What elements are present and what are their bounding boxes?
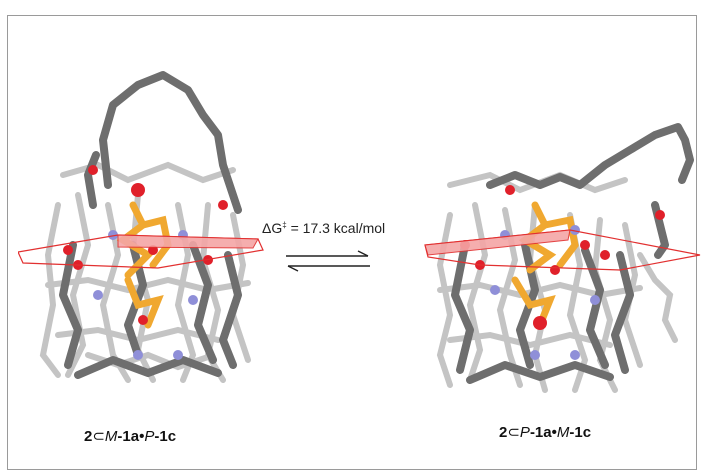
caption-helicity-2: M (556, 424, 570, 441)
left-caption: 2⊂M-1a•P-1c (84, 427, 176, 445)
right-guest (511, 201, 579, 329)
caption-compound-1: -1a (529, 424, 552, 441)
caption-helicity-1: P (519, 424, 530, 441)
equilibrium-arrows-icon (286, 250, 370, 272)
delta-g-value: = 17.3 kcal/mol (286, 220, 386, 236)
caption-bullet: • (139, 428, 145, 445)
equilibrium-label: ΔG‡ = 17.3 kcal/mol (262, 220, 385, 236)
caption-host-number: 2 (499, 424, 508, 441)
right-reference-plane (424, 229, 701, 271)
delta-g-symbol: ΔG (262, 220, 283, 236)
left-dark-backbone (59, 71, 242, 379)
left-reference-plane (18, 234, 264, 269)
caption-subset-symbol: ⊂ (92, 428, 105, 445)
caption-compound-2: -1c (154, 428, 177, 445)
caption-helicity-2: P (144, 428, 155, 445)
right-molecule-rendering (424, 123, 701, 393)
left-heteroatoms (63, 165, 228, 360)
caption-bullet: • (551, 424, 557, 441)
caption-compound-1: -1a (117, 428, 140, 445)
right-caption: 2⊂P-1a•M-1c (499, 423, 591, 441)
caption-host-number: 2 (84, 428, 93, 445)
caption-compound-2: -1c (569, 424, 592, 441)
right-light-sticks (436, 171, 678, 393)
double-dagger-superscript: ‡ (282, 220, 287, 230)
right-dark-backbone (451, 123, 694, 384)
caption-helicity-1: M (104, 428, 118, 445)
left-molecule-rendering (18, 71, 264, 383)
caption-subset-symbol: ⊂ (507, 424, 520, 441)
